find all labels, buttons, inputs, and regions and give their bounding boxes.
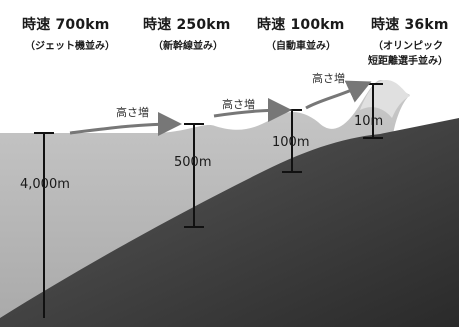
arrow-label-1: 高さ増 [116,106,149,119]
speed-250: 時速 250km [143,17,231,33]
seafloor-land [0,118,459,327]
arrow-1 [69,112,182,137]
depth-marker-4000 [34,132,54,318]
arrow-label-2: 高さ増 [222,98,255,111]
depth-label-500: 500m [174,155,212,170]
arrow-2 [213,98,292,123]
depth-label-4000: 4,000m [20,177,70,192]
note-700: （ジェット機並み） [25,41,115,52]
speed-700: 時速 700km [22,17,110,33]
note-100: （自動車並み） [266,41,336,52]
depth-marker-500 [184,123,204,228]
depth-label-100: 100m [272,135,310,150]
note-250: （新幹線並み） [153,41,223,52]
arrow-label-3: 高さ増 [312,72,345,85]
depth-label-10: 10m [354,114,384,129]
note-36-line2: 短距離選手並み） [368,56,448,67]
speed-36: 時速 36km [371,17,449,33]
speed-100: 時速 100km [257,17,345,33]
note-36-line1: （オリンピック [373,41,443,52]
arrow-3 [305,80,372,110]
